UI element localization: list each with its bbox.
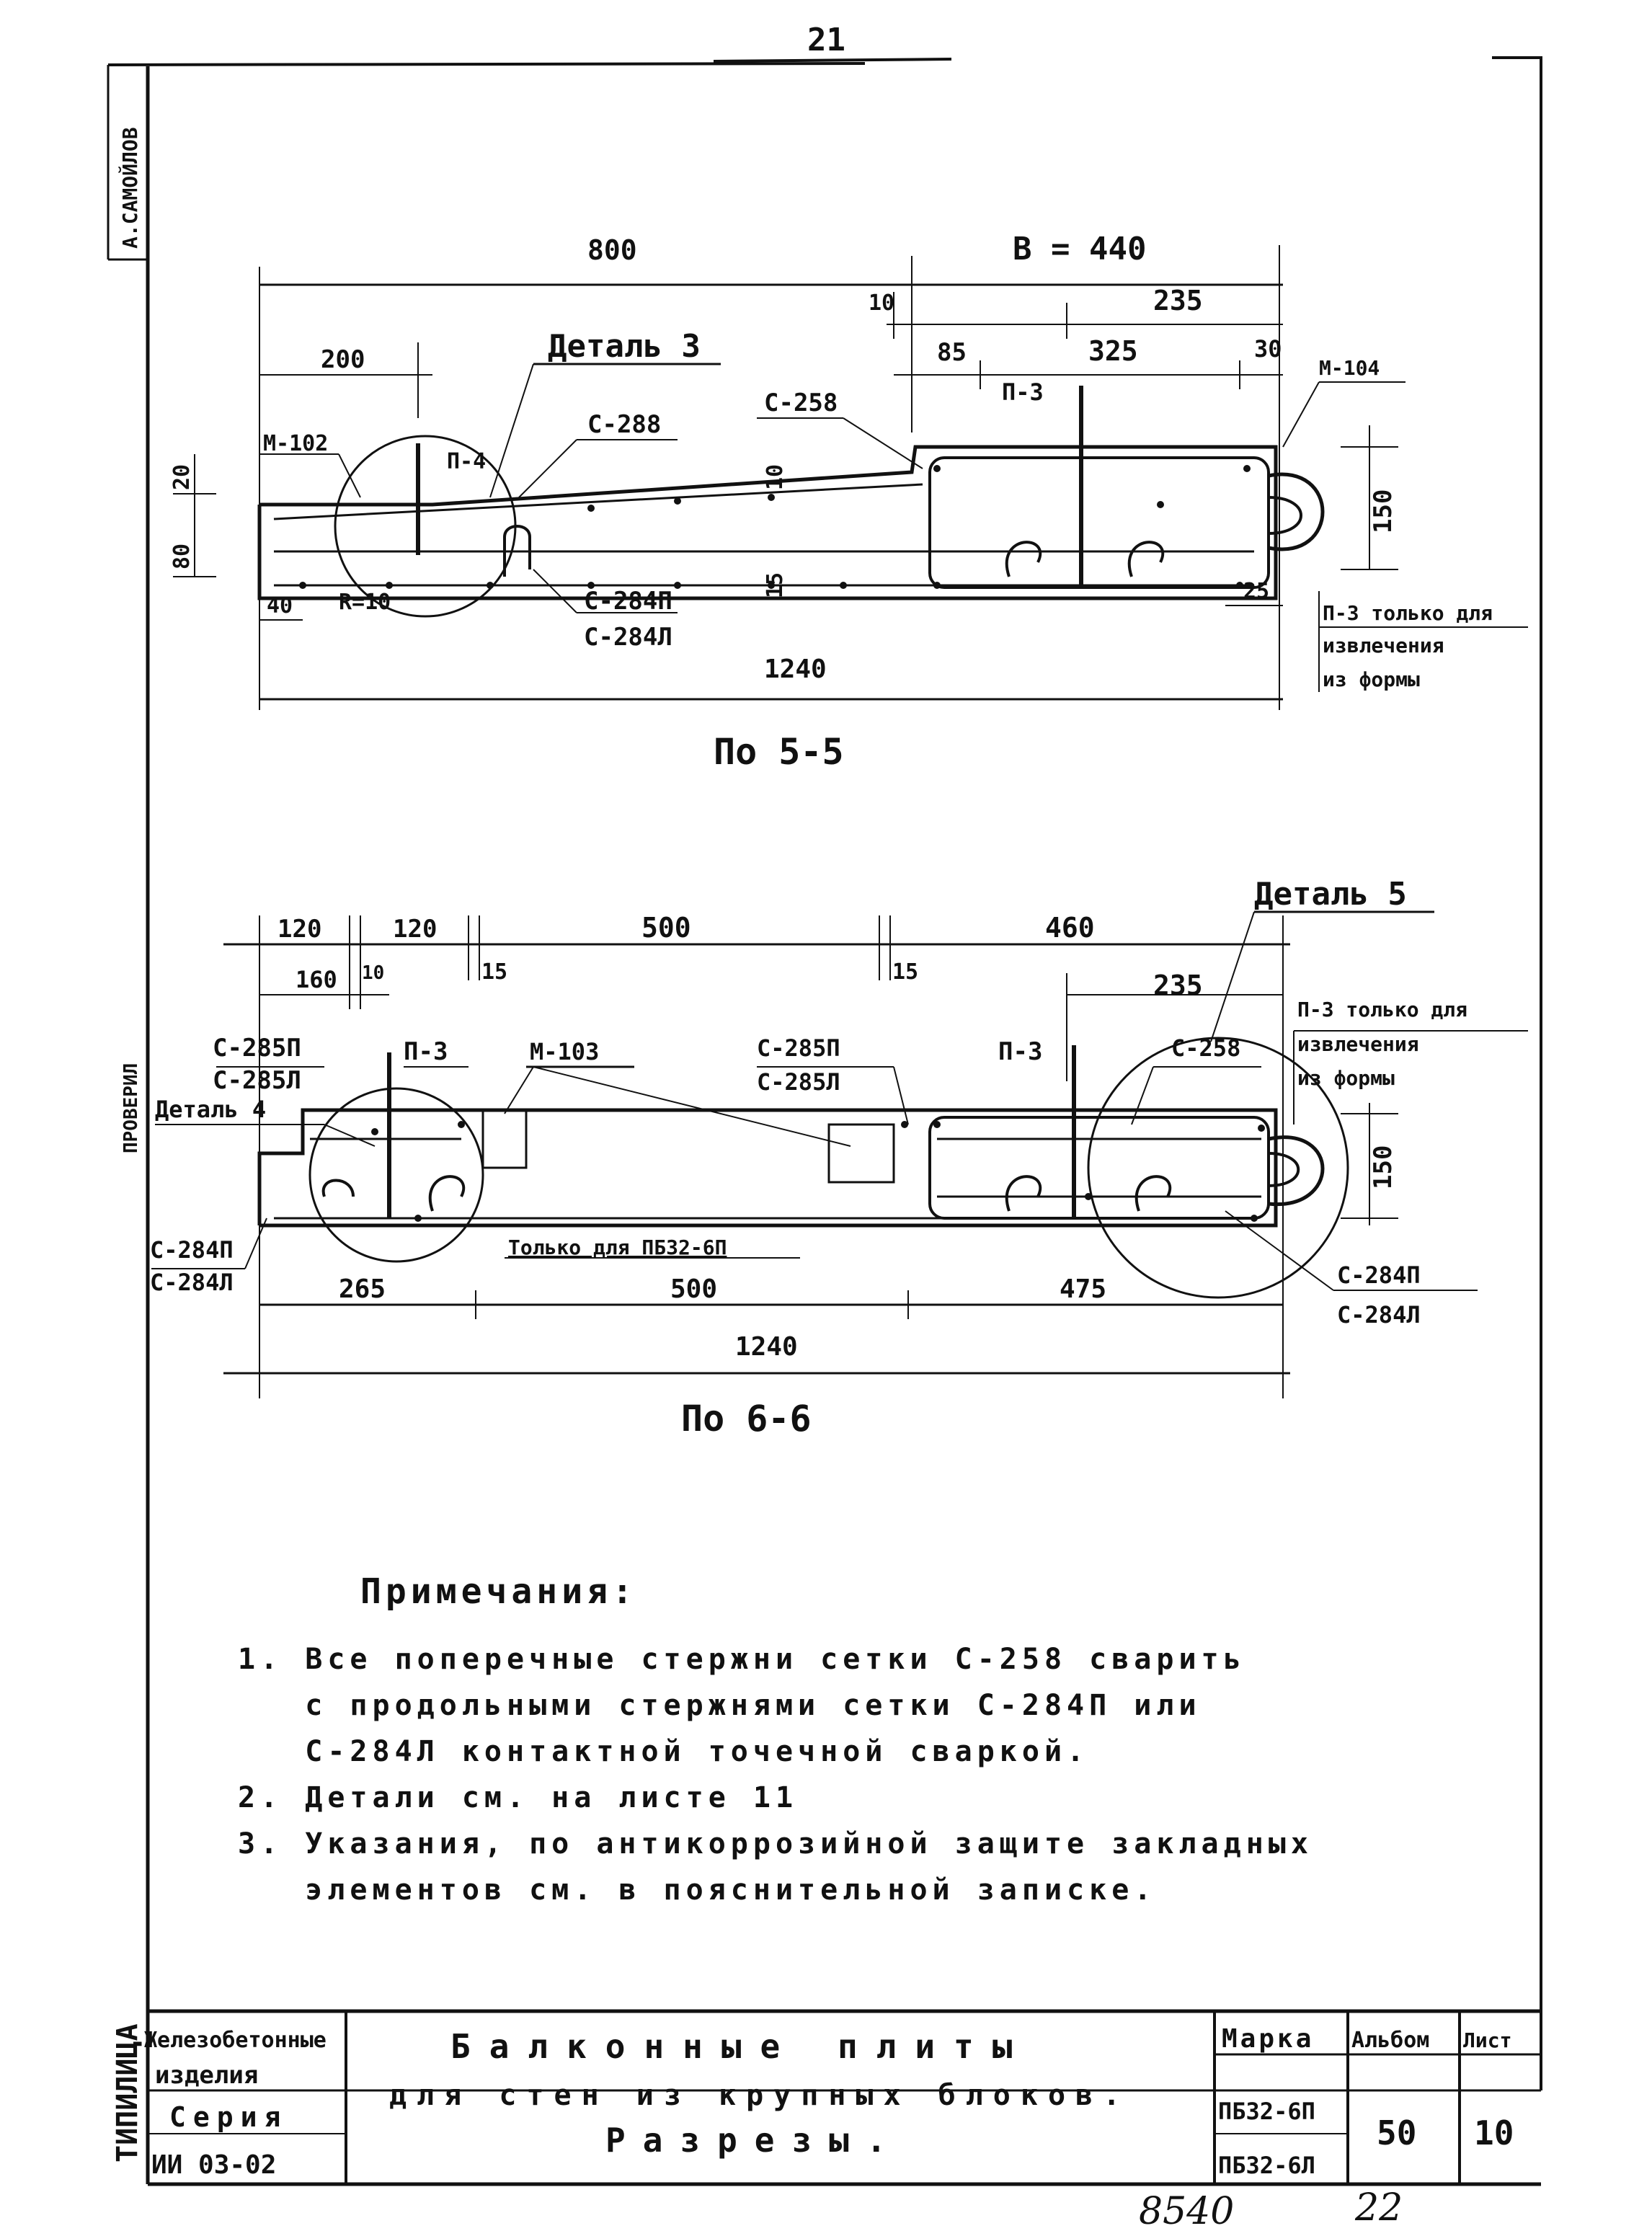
dim-40: 40: [267, 593, 293, 618]
dim-235: 235: [1153, 285, 1203, 316]
tb-album-label: Альбом: [1351, 2028, 1429, 2053]
tb-marka-1: ПБ32-6П: [1218, 2098, 1315, 2125]
p3-note-2-line1: П-3 только для: [1297, 998, 1467, 1021]
r10-label: R=10: [339, 590, 391, 615]
dim-15: 15: [763, 572, 788, 598]
notes-heading: Примечания:: [360, 1571, 637, 1612]
handwritten-number-left: 8540: [1139, 2190, 1234, 2231]
dim-10v: 10: [763, 464, 788, 490]
note-line: С-284Л контактной точечной сваркой.: [238, 1735, 1090, 1768]
c258-label-2: С-258: [1171, 1034, 1240, 1062]
dim-15-a: 15: [481, 959, 507, 985]
side-signature: А.САМОЙЛОВ: [117, 127, 142, 249]
side-text-mid: ПРОВЕРИЛ: [120, 1063, 142, 1153]
note-line: элементов см. в пояснительной записке.: [238, 1873, 1157, 1907]
c284l-label-1: С-284Л: [584, 623, 672, 652]
dim-80: 80: [169, 544, 195, 569]
p3-label-a: П-3: [404, 1037, 448, 1066]
c288-label: С-288: [587, 410, 661, 439]
note-line: 1. Все поперечные стержни сетки С-258 св…: [238, 1643, 1246, 1676]
dim-15-b: 15: [892, 959, 918, 985]
dim-25: 25: [1243, 579, 1269, 604]
only-for-label: Только для ПБ32-6П: [508, 1236, 727, 1259]
dim-265: 265: [339, 1274, 386, 1304]
dim-500-top: 500: [641, 912, 691, 944]
tb-series-value: ИИ 03-02: [151, 2150, 276, 2180]
section-6-6: Деталь 5 120 120 500 460 160 10 15 15 23…: [150, 876, 1528, 1440]
dim-800: 800: [587, 234, 637, 266]
dim-500-bottom: 500: [670, 1274, 717, 1304]
dim-460: 460: [1045, 912, 1095, 944]
dim-475: 475: [1060, 1274, 1106, 1304]
tb-marka-label: Марка: [1222, 2024, 1314, 2054]
section-5-5: 800 В = 440 10 235 200 85 325 30 Деталь …: [169, 231, 1528, 773]
dim-235-b: 235: [1153, 970, 1203, 1001]
section-6-6-title: По 6-6: [681, 1398, 812, 1440]
tb-sheet-value: 10: [1474, 2114, 1514, 2152]
p3-note-2-line2: извлечения: [1297, 1032, 1419, 1056]
tb-title-2: для стен из крупных блоков.: [389, 2079, 1130, 2112]
detail5-label: Деталь 5: [1254, 876, 1407, 913]
c258-label-1: С-258: [764, 389, 838, 417]
p4-label: П-4: [447, 449, 486, 474]
dim-325: 325: [1088, 335, 1138, 367]
detail3-label: Деталь 3: [548, 328, 701, 365]
tb-cat1: Железобетонные: [144, 2028, 327, 2053]
dim-1240-a: 1240: [764, 655, 827, 684]
note-line: 2. Детали см. на листе 11: [238, 1781, 799, 1814]
detail4-label: Деталь 4: [155, 1096, 266, 1123]
c284p-label-a: С-284П: [150, 1236, 234, 1264]
p3-note-2-line3: из формы: [1297, 1066, 1395, 1090]
page-number: 21: [807, 22, 845, 58]
dim-85: 85: [937, 338, 967, 367]
dim-b440: В = 440: [1013, 231, 1146, 267]
dim-160: 160: [296, 966, 337, 993]
tb-title-3: Разрезы.: [605, 2121, 904, 2160]
tb-cat2: изделия: [155, 2061, 258, 2090]
note-line: с продольными стержнями сетки С-284П или: [238, 1689, 1202, 1722]
m103-label: М-103: [530, 1038, 599, 1065]
dim-120-a: 120: [277, 915, 321, 944]
tb-sheet-label: Лист: [1463, 2028, 1511, 2052]
p3-note-1-line3: из формы: [1323, 667, 1420, 691]
c284p-label-1: С-284П: [584, 587, 672, 616]
dim-120-b: 120: [393, 915, 437, 944]
p3-label-1: П-3: [1002, 378, 1044, 406]
section-5-5-title: По 5-5: [714, 731, 844, 773]
p3-note-1-line1: П-3 только для: [1323, 601, 1493, 625]
dim-200: 200: [321, 345, 365, 374]
m102-label: М-102: [263, 431, 328, 456]
dim-30: 30: [1254, 335, 1282, 363]
tb-title-1: Балконные плиты: [450, 2027, 1031, 2066]
title-block: Железобетонные изделия Серия ИИ 03-02 Ба…: [144, 2009, 1541, 2186]
c284l-label-a: С-284Л: [150, 1269, 234, 1296]
tb-album-value: 50: [1377, 2114, 1416, 2152]
c285p-label-b: С-285П: [757, 1034, 840, 1062]
c284p-label-b: С-284П: [1337, 1261, 1421, 1289]
c285l-label-b: С-285Л: [757, 1068, 840, 1096]
handwritten-number-right: 22: [1354, 2186, 1403, 2230]
m104-label: М-104: [1319, 356, 1380, 380]
p3-note-1-line2: извлечения: [1323, 634, 1444, 657]
dim-10: 10: [869, 290, 894, 316]
dim-150-b: 150: [1369, 1145, 1398, 1189]
drawing-frame: [107, 56, 1542, 2184]
dim-10-b: 10: [362, 962, 384, 984]
dim-1240-b: 1240: [735, 1332, 798, 1362]
c284l-label-b: С-284Л: [1337, 1301, 1421, 1329]
p3-label-b: П-3: [998, 1037, 1042, 1066]
note-line: 3. Указания, по антикоррозийной защите з…: [238, 1827, 1313, 1860]
c285p-label-a: С-285П: [213, 1034, 301, 1063]
tb-series-label: Серия: [169, 2101, 288, 2133]
notes-list: 1. Все поперечные стержни сетки С-258 св…: [238, 1636, 1391, 1913]
dim-150: 150: [1369, 489, 1398, 533]
c285l-label-a: С-285Л: [213, 1066, 301, 1095]
side-text-bottom: ТИПИЛИЦА: [111, 2023, 144, 2163]
tb-marka-2: ПБ32-6Л: [1218, 2152, 1315, 2179]
dim-20: 20: [169, 464, 195, 490]
